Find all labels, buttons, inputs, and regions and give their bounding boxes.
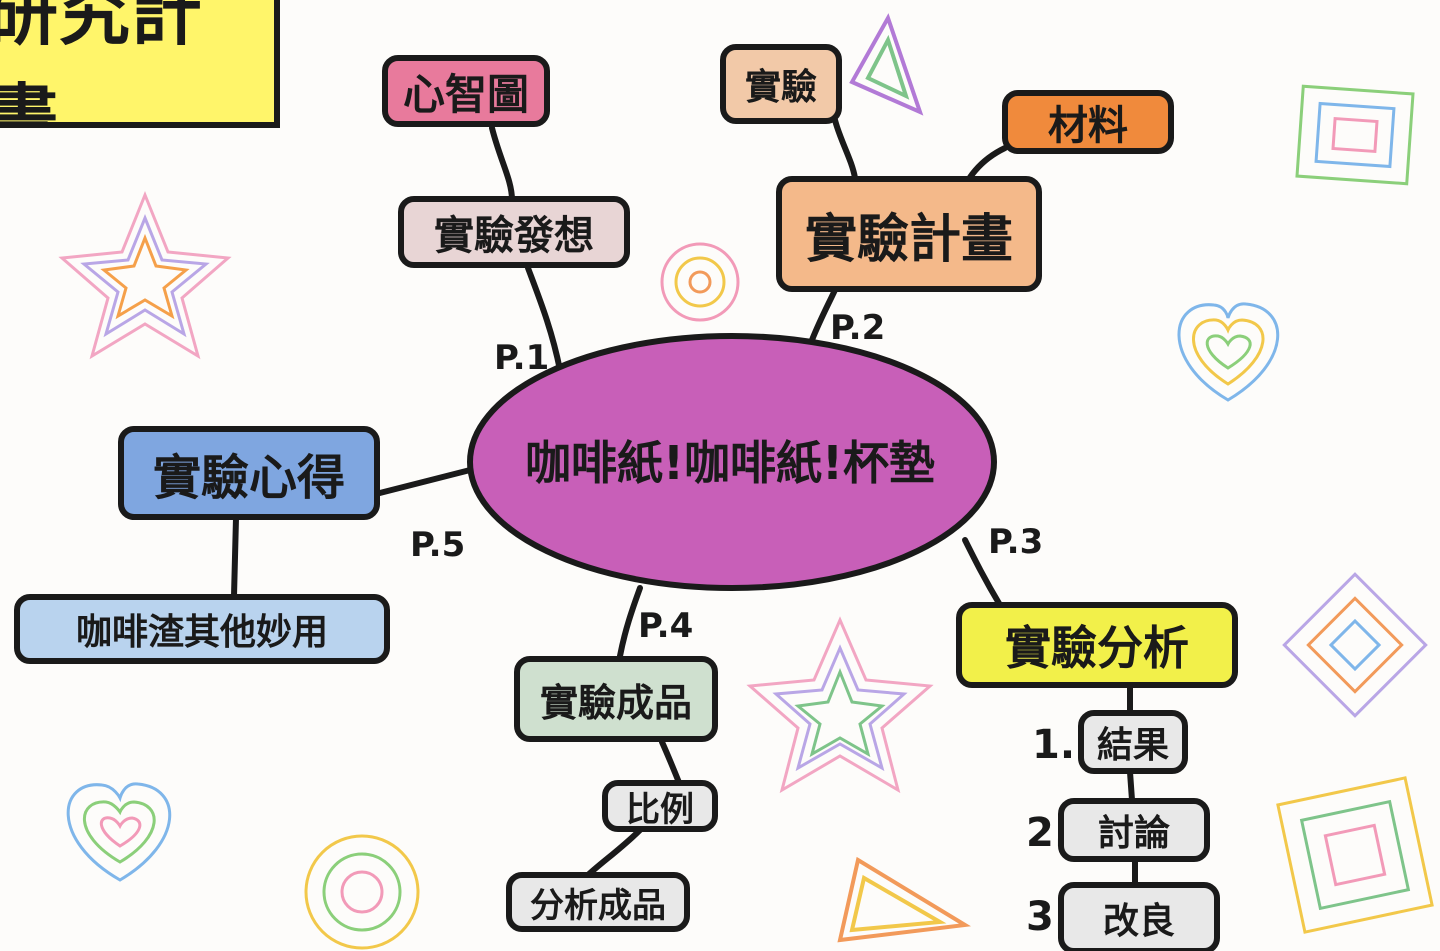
center-node-label: 咖啡紙!咖啡紙!杯墊 [525, 436, 935, 490]
node-ratio: 比例 [602, 780, 718, 832]
node-experiment-plan: 實驗計畫 [776, 176, 1042, 292]
step-number-1: 1. [1032, 722, 1076, 768]
circle-icon [304, 834, 420, 950]
node-experiment-reflection: 實驗心得 [118, 426, 380, 520]
node-experiment: 實驗 [720, 44, 842, 124]
node-discussion: 討論 [1058, 798, 1210, 862]
circle-icon [660, 242, 740, 322]
node-improve: 改良 [1058, 882, 1220, 951]
node-materials: 材料 [1002, 90, 1174, 154]
heart-icon [66, 782, 172, 882]
heart-icon [1177, 302, 1280, 402]
node-experiment-product: 實驗成品 [514, 656, 718, 742]
page-label-p5: P.5 [410, 525, 466, 565]
node-analyze-product: 分析成品 [506, 872, 690, 932]
page-label-p4: P.4 [638, 606, 694, 646]
node-experiment-analysis: 實驗分析 [956, 602, 1238, 688]
node-coffee-other-uses: 咖啡渣其他妙用 [14, 594, 390, 664]
square-icon [1282, 572, 1428, 718]
page-title: 研究計畫 [0, 0, 280, 128]
triangle-icon [837, 856, 971, 943]
square-icon [1276, 776, 1434, 934]
page-label-p1: P.1 [494, 338, 550, 378]
center-node-shape [467, 333, 997, 591]
node-experiment-idea: 實驗發想 [398, 196, 630, 268]
node-mind-map: 心智圖 [382, 55, 550, 127]
page-label-p3: P.3 [988, 522, 1044, 562]
star-icon [746, 616, 934, 794]
node-result: 結果 [1078, 710, 1188, 774]
square-icon [1295, 84, 1415, 186]
page-label-p2: P.2 [830, 308, 886, 348]
star-icon [58, 190, 232, 360]
triangle-icon [849, 13, 924, 116]
